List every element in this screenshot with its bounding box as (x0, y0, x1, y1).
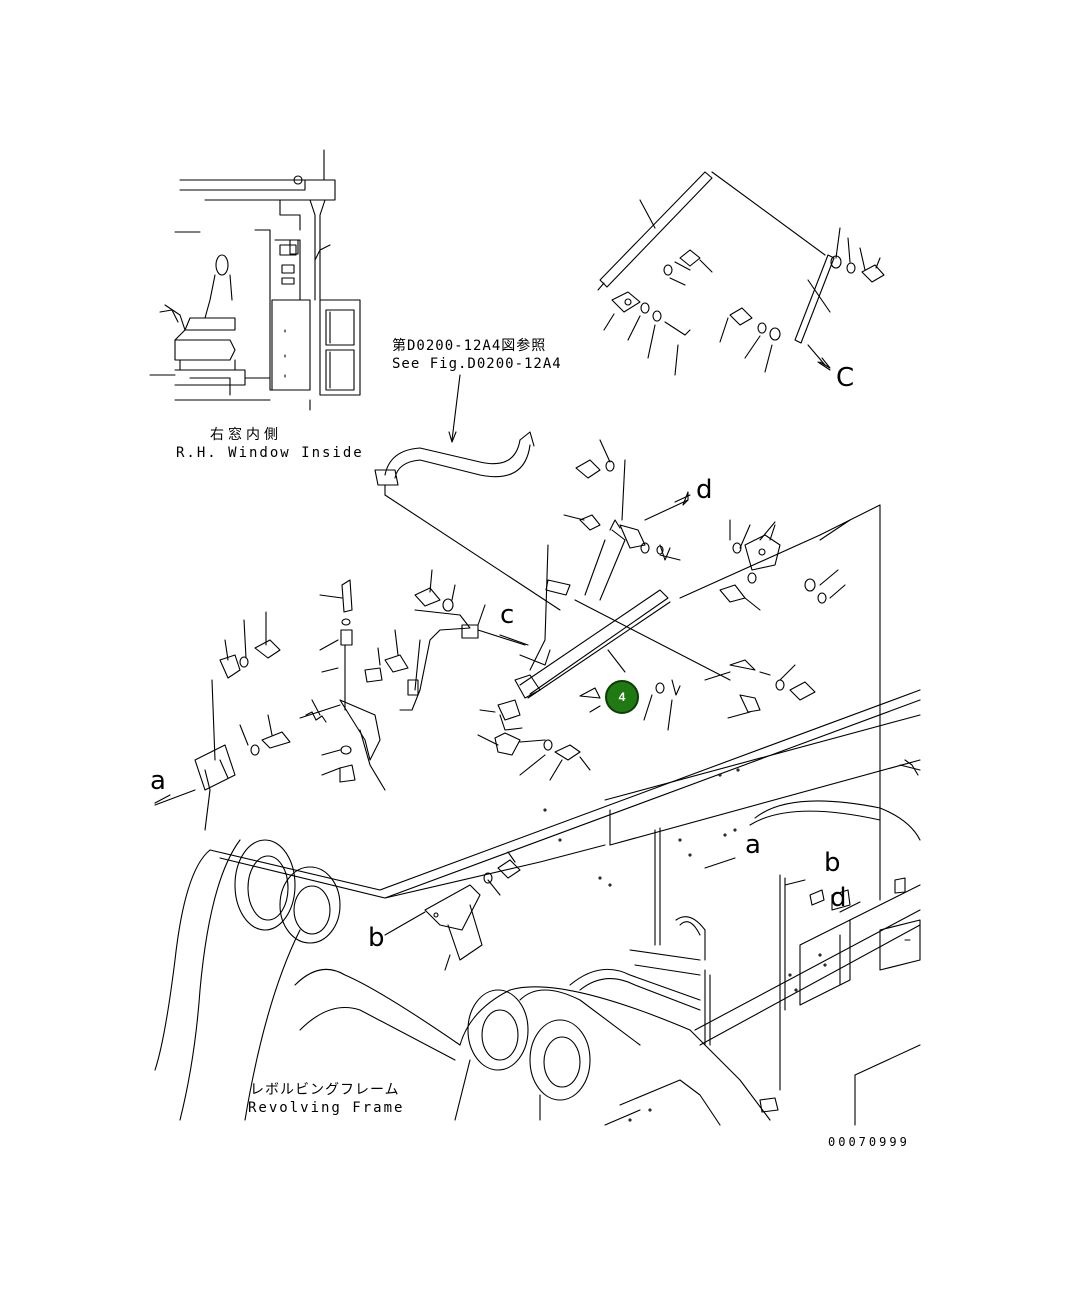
bracket-b (384, 851, 521, 971)
part-callout-marker[interactable]: 4 (605, 680, 639, 714)
frame-label-jp: レボルビングフレーム (250, 1082, 400, 1098)
cab-inset (149, 149, 361, 411)
reference-label-jp: 第D0200-12A4図参照 (392, 338, 547, 354)
part-callout-number: 4 (618, 690, 626, 704)
view-label-a-right: a (745, 830, 761, 860)
reference-leader (451, 374, 461, 441)
view-label-d-right: d (830, 883, 847, 913)
view-label-d-top: d (696, 475, 713, 505)
hose (374, 431, 561, 611)
linkage-left (154, 569, 526, 831)
view-label-a-left: a (150, 766, 166, 796)
view-label-b-right: b (824, 848, 841, 878)
reference-arrowhead (448, 431, 457, 443)
view-label-c-top: C (836, 363, 855, 393)
lever-assembly (477, 439, 731, 781)
inset-label-jp: 右窓内側 (210, 427, 282, 443)
inset-label-en: R.H. Window Inside (176, 445, 364, 461)
bracket-right (679, 504, 881, 901)
view-arrow-lines (154, 361, 861, 913)
drawing-number: 00070999 (828, 1135, 910, 1149)
view-label-b-left: b (368, 923, 385, 953)
reference-label-en: See Fig.D0200-12A4 (392, 356, 562, 372)
revolving-frame (154, 689, 921, 1126)
frame-label-en: Revolving Frame (248, 1100, 405, 1116)
view-label-c-mid: c (500, 600, 515, 630)
rod-assembly-upper (597, 171, 885, 376)
